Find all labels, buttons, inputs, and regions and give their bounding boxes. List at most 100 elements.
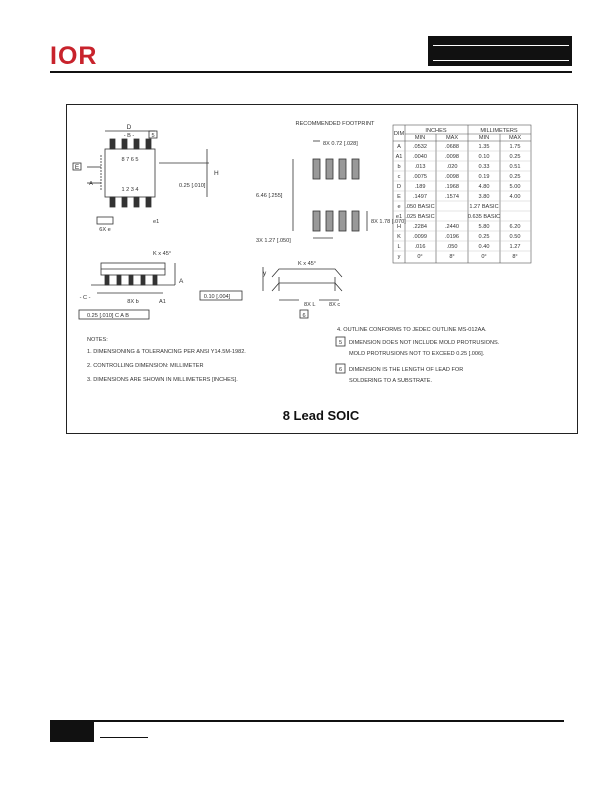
footprint-pad [351,158,360,180]
table-subheader: MIN [415,135,425,141]
footprint-pitch: 6.46 [.255] [256,193,283,199]
table-value-cell: .1968 [445,184,459,190]
table-value-cell: 0.19 [479,174,490,180]
table-value-cell: 0.25 [479,234,490,240]
pin-numbers-bottom: 1 2 3 4 [121,187,138,193]
table-dim-cell: A1 [396,154,403,160]
table-value-cell: 5.00 [510,184,521,190]
header-inner-rule [433,45,569,61]
top-lead [121,138,128,150]
table-dim-cell: D [397,184,401,190]
table-value-cell: 0.40 [479,244,490,250]
note-ref-5-box: 5 [339,340,342,346]
top-lead [145,138,152,150]
note-6-line2: SOLDERING TO A SUBSTRATE. [349,378,432,384]
bottom-lead [109,196,116,208]
footprint-view [292,140,368,239]
note-ref-boxes [335,336,346,374]
table-header-inches: INCHES [425,128,446,134]
dim-c: 8X c [329,302,340,308]
table-value-cell: .050 [447,244,458,250]
datum-c: - C - [80,295,91,301]
table-value-cell: .0075 [413,174,427,180]
note-1: 1. DIMENSIONING & TOLERANCING PER ANSI Y… [87,349,246,355]
footprint-pad [325,210,334,232]
package-title: 8 Lead SOIC [282,408,360,423]
package-body [104,148,156,198]
table-value-cell: 8° [449,254,454,260]
table-value-cell: .0196 [445,234,459,240]
dim-e1: e1 [153,219,159,225]
table-value-cell: .189 [415,184,426,190]
table-value-cell: 0.51 [510,164,521,170]
dim-l: 8X L [304,302,316,308]
table-dim-cell: e1 [396,214,402,220]
footprint-pad-length: 8X 1.78 [.070] [371,219,406,225]
footprint-pad [325,158,334,180]
table-value-cell: 0.50 [510,234,521,240]
logo-text: IOR [50,42,98,70]
top-view [72,130,209,225]
detail-ref-6: 6 [302,313,305,319]
footprint-pad [351,210,360,232]
table-value-cell: .0688 [445,144,459,150]
table-value-cell: 1.35 [479,144,490,150]
dim-k: K x 45° [153,251,171,257]
table-subheader: MAX [509,135,521,141]
table-dim-cell: A [397,144,401,150]
header-block [428,36,572,66]
coplanarity: 0.10 [.004] [204,294,231,300]
table-value-cell: .1574 [445,194,459,200]
table-value-cell: 0.25 [510,174,521,180]
table-value-cell: .0098 [445,174,459,180]
dimension-table-grid [392,124,532,264]
dim-a1: A1 [159,299,166,305]
datum-a: A [89,181,93,187]
table-subheader: MIN [479,135,489,141]
footprint-pad [312,210,321,232]
table-value-cell: .0098 [445,154,459,160]
note-4: 4. OUTLINE CONFORMS TO JEDEC OUTLINE MS-… [337,327,487,333]
footprint-pad-width: 8X 0.72 [.028] [323,141,358,147]
note-ref-6-box: 6 [339,367,342,373]
pin-numbers-top: 8 7 6 5 [121,157,138,163]
dim-d: D [127,124,132,131]
table-value-cell: .0040 [413,154,427,160]
table-value-cell: 0° [417,254,422,260]
table-value-cell: 0° [481,254,486,260]
note-3: 3. DIMENSIONS ARE SHOWN IN MILLIMETERS [… [87,377,238,383]
table-value-cell: .0099 [413,234,427,240]
note-5-line2: MOLD PROTRUSIONS NOT TO EXCEED 0.25 [.00… [349,351,485,357]
table-value-cell: .020 [447,164,458,170]
package-drawing: D - B - 5 E A H 8 7 6 5 1 2 3 4 0.25 [.0… [72,121,532,384]
dim-a: A [179,278,184,285]
table-value-cell: .2284 [413,224,427,230]
table-dim-cell: b [397,164,400,170]
note-6-line1: DIMENSION IS THE LENGTH OF LEAD FOR [349,367,463,373]
footprint-pad [338,158,347,180]
table-header-dim: DIM [394,131,405,137]
table-value-cell: .013 [415,164,426,170]
table-value-cell: 4.80 [479,184,490,190]
footer-underline [100,737,148,738]
package-drawing-frame: D - B - 5 E A H 8 7 6 5 1 2 3 4 0.25 [.0… [66,104,578,434]
table-value-cell: 8° [512,254,517,260]
bottom-lead [133,196,140,208]
top-lead [133,138,140,150]
table-dim-cell: L [397,244,400,250]
table-value-cell: .016 [415,244,426,250]
note-2: 2. CONTROLLING DIMENSION: MILLIMETER [87,363,204,369]
table-dim-cell: c [398,174,401,180]
footprint-pad [312,158,321,180]
lead-detail [262,267,343,319]
footer-rule [50,720,564,722]
table-value-cell: 0.10 [479,154,490,160]
table-value-cell: 0.33 [479,164,490,170]
tolerance-frame: 0.25 [.010] [179,183,206,189]
dim-y: y [263,270,267,277]
footprint-pad [338,210,347,232]
dim-k-detail: K x 45° [298,261,316,267]
table-value-cell: 1.27 BASIC [469,204,498,210]
table-header-mm: MILLIMETERS [480,128,518,134]
dim-e: E [75,164,80,171]
